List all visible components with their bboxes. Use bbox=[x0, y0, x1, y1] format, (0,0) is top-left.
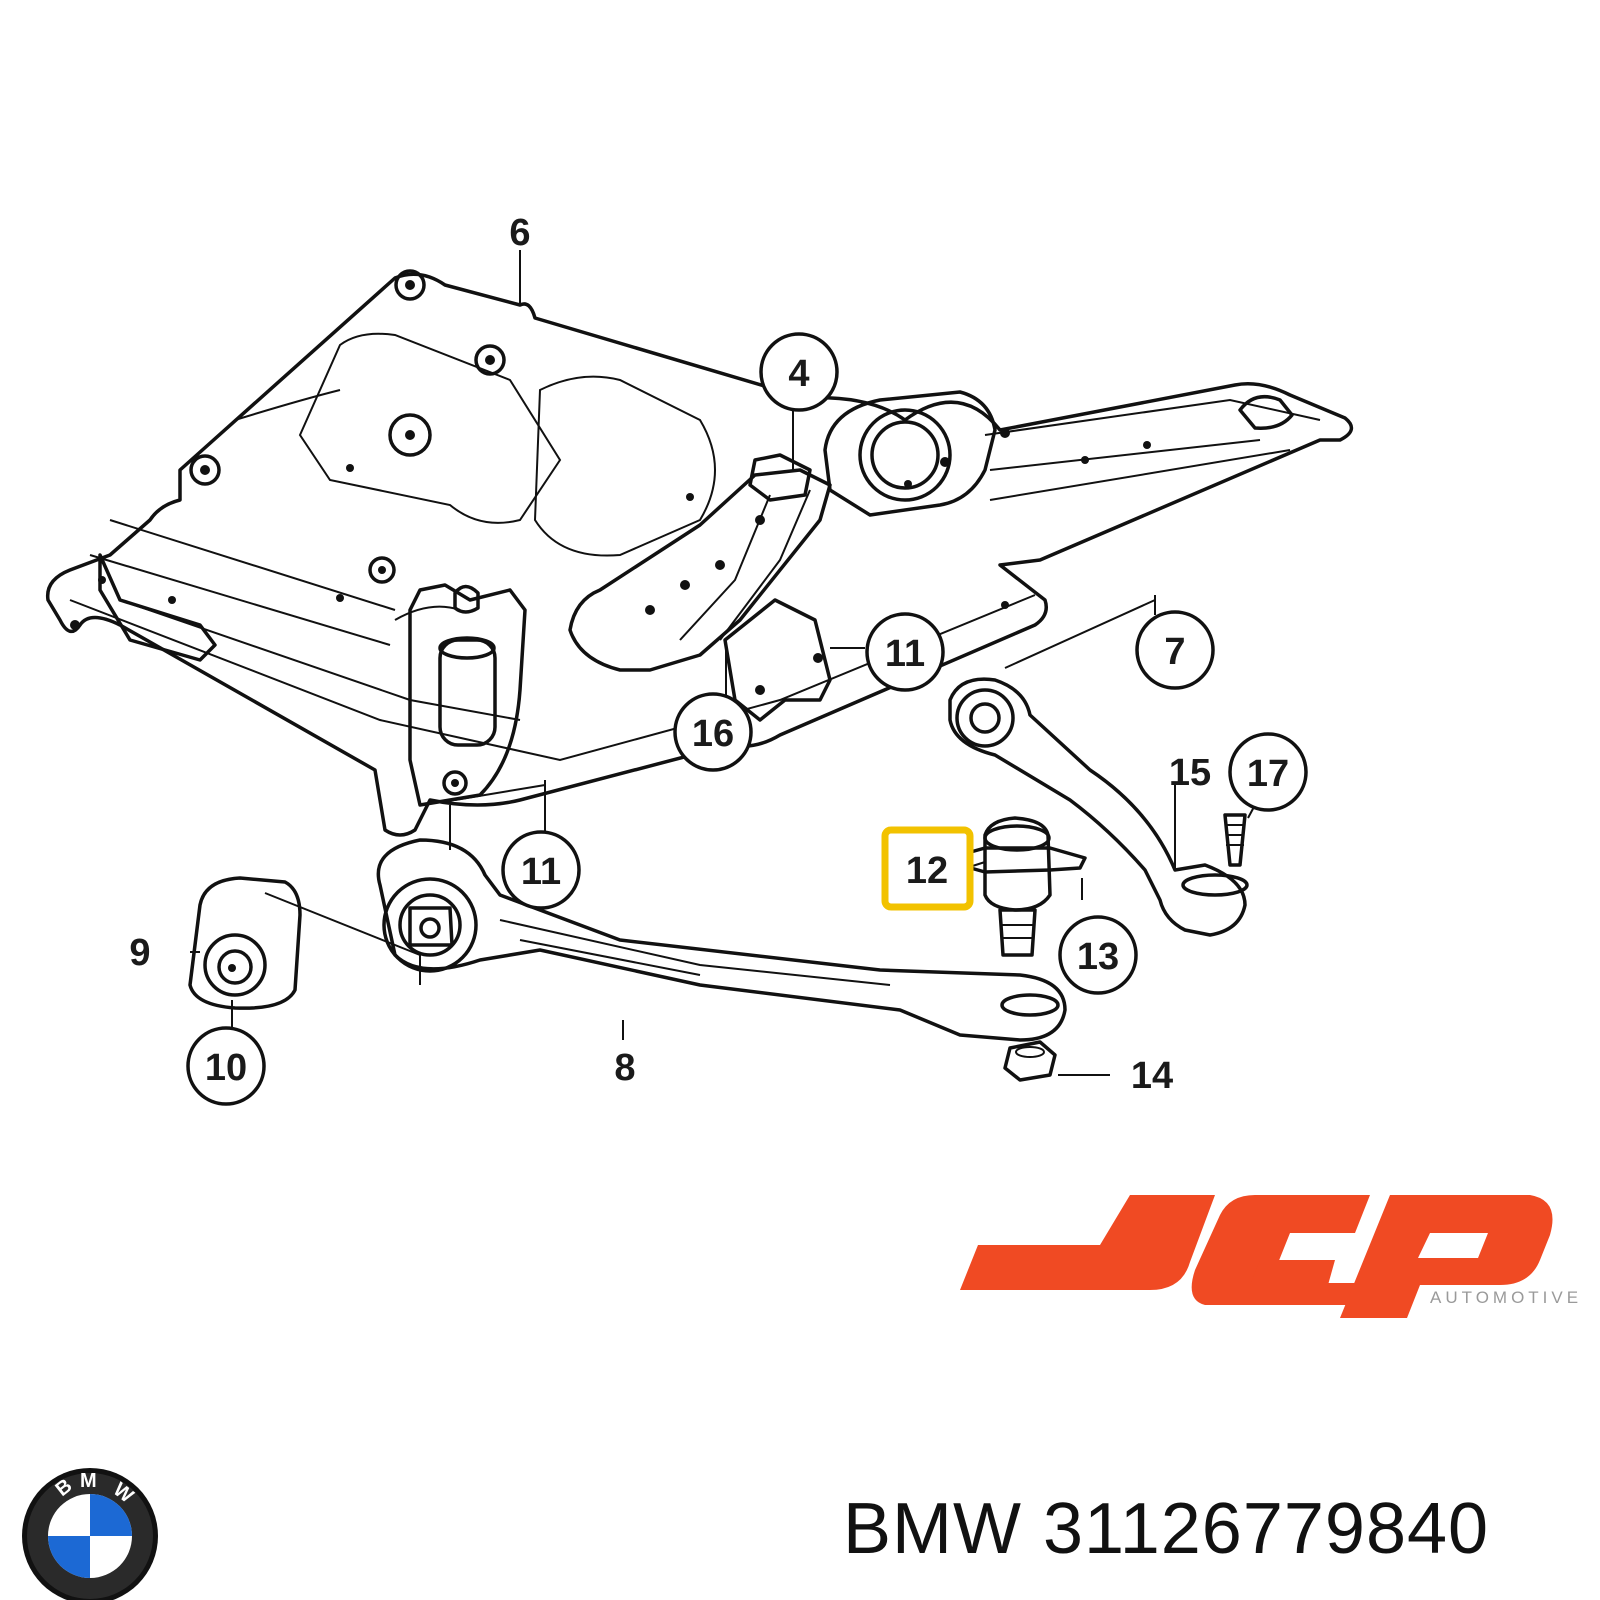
svg-text:10: 10 bbox=[205, 1047, 247, 1089]
svg-text:15: 15 bbox=[1169, 752, 1211, 794]
callout-11-upper: 11 bbox=[865, 612, 945, 692]
bmw-logo: B M W bbox=[22, 1468, 158, 1600]
nut-part bbox=[1003, 1040, 1057, 1082]
callout-8: 8 bbox=[614, 1047, 635, 1089]
svg-text:17: 17 bbox=[1247, 753, 1289, 795]
callout-12-highlighted: 12 bbox=[881, 826, 974, 911]
svg-text:11: 11 bbox=[521, 851, 561, 893]
svg-text:M: M bbox=[80, 1470, 97, 1492]
svg-text:6: 6 bbox=[509, 212, 530, 254]
callout-16: 16 bbox=[673, 692, 753, 772]
callout-13: 13 bbox=[1058, 915, 1138, 995]
callout-6: 6 bbox=[509, 212, 530, 254]
svg-text:9: 9 bbox=[129, 932, 150, 974]
callout-7: 7 bbox=[1135, 610, 1215, 690]
reinforcement-strut-part bbox=[568, 390, 1010, 672]
svg-text:16: 16 bbox=[692, 713, 734, 755]
svg-text:11: 11 bbox=[885, 633, 925, 675]
jgp-logo: AUTOMOTIVE bbox=[960, 1195, 1582, 1318]
callout-10: 10 bbox=[186, 1026, 266, 1106]
svg-text:AUTOMOTIVE: AUTOMOTIVE bbox=[1430, 1288, 1582, 1307]
svg-text:4: 4 bbox=[788, 353, 809, 395]
callout-15: 15 bbox=[1169, 752, 1211, 794]
tension-strut-part bbox=[948, 677, 1249, 937]
svg-text:14: 14 bbox=[1131, 1055, 1173, 1097]
subframe-part bbox=[45, 269, 1354, 837]
svg-text:12: 12 bbox=[906, 850, 948, 892]
part-number-caption: BMW 31126779840 bbox=[843, 1489, 1490, 1569]
svg-text:8: 8 bbox=[614, 1047, 635, 1089]
callout-11-lower: 11 bbox=[501, 830, 581, 910]
callout-4: 4 bbox=[759, 332, 839, 412]
svg-text:7: 7 bbox=[1164, 631, 1185, 673]
callout-14: 14 bbox=[1131, 1055, 1173, 1097]
bushing-part bbox=[188, 876, 302, 1010]
control-arm-part bbox=[376, 838, 1067, 1042]
svg-text:13: 13 bbox=[1077, 936, 1119, 978]
callout-9: 9 bbox=[129, 932, 150, 974]
front-bushing-mount bbox=[408, 583, 527, 807]
callout-17: 17 bbox=[1228, 732, 1308, 812]
